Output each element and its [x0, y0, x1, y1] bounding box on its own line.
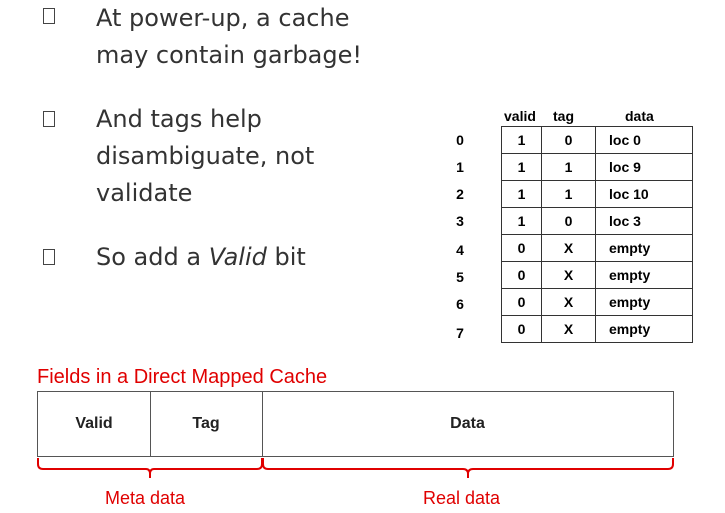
row-index: 4 [456, 242, 464, 258]
tag-cell: 0 [541, 207, 596, 235]
tag-cell: 1 [541, 180, 596, 208]
bullet-prefix: So add a [96, 243, 209, 271]
table-row: 0 X empty [501, 234, 693, 262]
bullet-line: may contain garbage! [96, 41, 363, 69]
bullet-icon [43, 111, 55, 127]
cache-table: 1 0 loc 0 1 1 loc 9 1 1 loc 10 1 0 loc 3… [501, 126, 693, 343]
data-cell: empty [595, 234, 693, 262]
real-data-label: Real data [423, 488, 501, 508]
valid-field-label: Valid [75, 415, 113, 432]
bullet-line: At power-up, a cache [96, 4, 350, 32]
data-cell: empty [595, 315, 693, 343]
data-cell: loc 10 [595, 180, 693, 208]
valid-cell: 0 [501, 261, 542, 289]
valid-cell: 1 [501, 153, 542, 181]
valid-cell: 1 [501, 180, 542, 208]
bullet-emphasis: Valid [208, 243, 267, 271]
header-valid: valid [504, 108, 536, 124]
tag-cell: X [541, 315, 596, 343]
table-row: 1 0 loc 0 [501, 126, 693, 154]
meta-data-label: Meta data [105, 488, 186, 508]
real-data-brace [262, 458, 674, 478]
data-field-label: Data [450, 415, 485, 432]
bullet-line: disambiguate, not [96, 142, 315, 170]
tag-field-label: Tag [192, 415, 220, 432]
bullet-text: At power-up, a cache may contain garbage… [96, 0, 362, 74]
bullet-line: And tags help [96, 105, 262, 133]
row-index: 5 [456, 269, 464, 285]
tag-cell: X [541, 234, 596, 262]
bullet-icon [43, 8, 55, 24]
data-field: Data [262, 391, 674, 457]
meta-data-brace [37, 458, 263, 478]
valid-field: Valid [37, 391, 151, 457]
tag-cell: X [541, 261, 596, 289]
table-row: 1 1 loc 10 [501, 180, 693, 208]
bullet-line: validate [96, 179, 193, 207]
row-index: 0 [456, 132, 464, 148]
bullet-text: And tags help disambiguate, not validate [96, 101, 314, 212]
row-index: 3 [456, 213, 464, 229]
valid-cell: 1 [501, 207, 542, 235]
valid-cell: 0 [501, 288, 542, 316]
header-tag: tag [553, 108, 574, 124]
row-index: 7 [456, 325, 464, 341]
header-data: data [625, 108, 654, 124]
bullet-icon [43, 249, 55, 265]
fields-title: Fields in a Direct Mapped Cache [37, 366, 328, 388]
row-index: 1 [456, 159, 464, 175]
valid-cell: 1 [501, 126, 542, 154]
row-index: 6 [456, 296, 464, 312]
table-row: 0 X empty [501, 315, 693, 343]
bullet-text: So add a Valid bit [96, 239, 306, 276]
row-index: 2 [456, 186, 464, 202]
tag-field: Tag [150, 391, 263, 457]
bullet-suffix: bit [266, 243, 306, 271]
